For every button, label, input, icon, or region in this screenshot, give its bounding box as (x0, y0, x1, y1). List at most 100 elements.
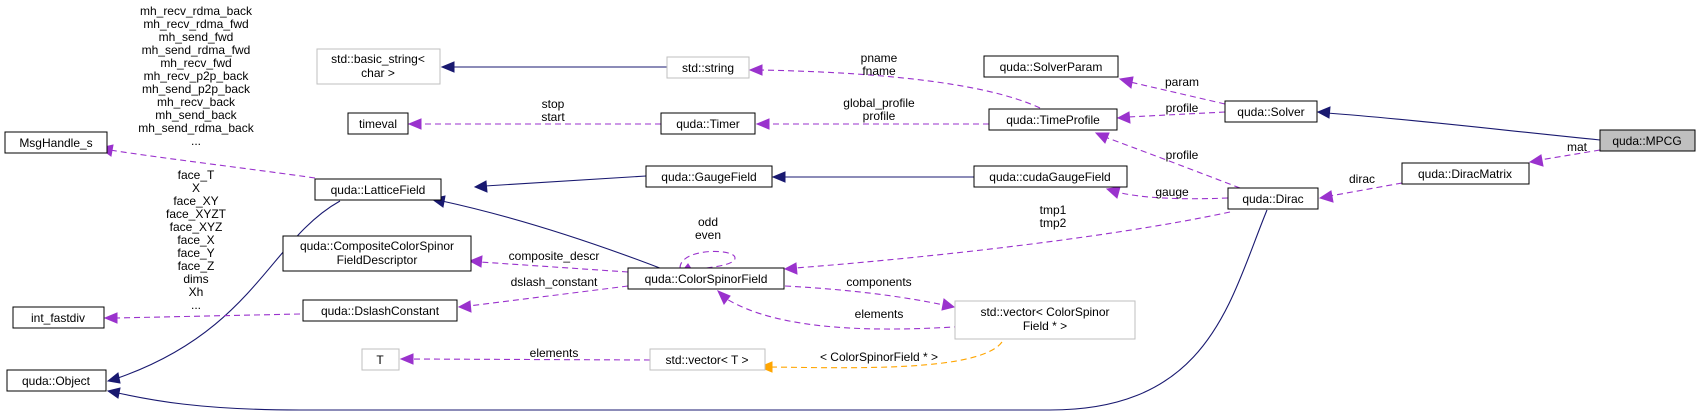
edge-vector-csf-elements-arrow (717, 290, 731, 305)
node-label: quda::LatticeField (331, 183, 426, 197)
edge-mpcg-solver (1326, 112, 1601, 141)
label-mat: mat (1567, 140, 1588, 154)
member-label: ... (191, 298, 201, 312)
edge-csf-composite-arrow (468, 255, 483, 268)
node-gauge-field[interactable]: quda::GaugeField (645, 165, 773, 188)
node-solver-param[interactable]: quda::SolverParam (983, 55, 1119, 78)
node-timeval[interactable]: timeval (347, 112, 409, 135)
node-dslash-constant[interactable]: quda::DslashConstant (302, 299, 458, 322)
node-time-profile[interactable]: quda::TimeProfile (988, 108, 1118, 131)
edge-timer-timeval-arrow (407, 118, 422, 130)
node-vector-colorspinorfield[interactable]: std::vector< ColorSpinor Field * > (954, 300, 1136, 340)
node-solver[interactable]: quda::Solver (1224, 100, 1318, 123)
node-std-string[interactable]: std::string (666, 56, 750, 79)
member-label: face_T (178, 168, 215, 182)
label-even: even (695, 228, 721, 242)
node-dirac[interactable]: quda::Dirac (1227, 187, 1319, 210)
label-template-arg: < ColorSpinorField * > (820, 350, 938, 364)
edge-mpcg-diracmatrix (1539, 149, 1601, 161)
label-pname: pname (861, 51, 898, 65)
edge-vector-template-arrow (758, 361, 773, 373)
node-msg-handle[interactable]: MsgHandle_s (4, 131, 108, 154)
node-int-fastdiv[interactable]: int_fastdiv (12, 306, 105, 329)
member-label: mh_recv_back (157, 95, 236, 109)
node-mpcg[interactable]: quda::MPCG (1599, 129, 1696, 152)
edge-dirac-timeprofile (1104, 136, 1241, 189)
node-timer[interactable]: quda::Timer (660, 112, 756, 135)
node-label: quda::Solver (1237, 105, 1304, 119)
label-elements-csf: elements (855, 307, 904, 321)
label-odd: odd (698, 215, 718, 229)
node-label: int_fastdiv (31, 311, 85, 325)
edge-mpcg-solver-arrow (1316, 106, 1331, 119)
label-composite-descr: composite_descr (509, 249, 600, 263)
edge-dirac-cudagaugefield (1116, 191, 1229, 200)
node-cuda-gauge-field[interactable]: quda::cudaGaugeField (973, 165, 1128, 188)
label-components: components (846, 275, 911, 289)
node-label: quda::Timer (676, 117, 740, 131)
label-dirac: dirac (1349, 172, 1375, 186)
node-label: quda::Object (22, 374, 91, 388)
node-label: quda::DiracMatrix (1418, 167, 1512, 181)
edge-dirac-csf-arrow (783, 262, 798, 275)
label-elements-t: elements (530, 346, 579, 360)
edge-csf-lattice (441, 200, 666, 271)
edge-timeprofile-string-arrow (748, 64, 763, 76)
member-label: face_XYZT (166, 207, 227, 221)
label-stop: stop (542, 97, 565, 111)
node-label: quda::GaugeField (661, 170, 756, 184)
node-object[interactable]: quda::Object (6, 369, 107, 392)
edge-gauge-lattice (484, 175, 647, 187)
edge-dslash-fastdiv (114, 313, 301, 319)
node-label: std::vector< T > (666, 353, 749, 367)
node-label: T (376, 353, 384, 367)
member-label: face_XYZ (170, 220, 223, 234)
node-lattice-field[interactable]: quda::LatticeField (314, 178, 442, 201)
edge-solver-timeprofile (1127, 111, 1226, 118)
node-dirac-matrix[interactable]: quda::DiracMatrix (1401, 162, 1530, 185)
edge-lattice-object (117, 200, 341, 379)
member-label: mh_recv_rdma_fwd (143, 17, 248, 31)
edge-timeprofile-string (759, 69, 1041, 109)
nodes: quda::MPCG quda::Solver quda::SolverPara… (4, 48, 1696, 392)
node-label: std::basic_string< (331, 52, 425, 66)
node-basic-string[interactable]: std::basic_string< char > (316, 48, 441, 85)
label-tmp1: tmp1 (1040, 203, 1067, 217)
node-label: FieldDescriptor (337, 253, 418, 267)
node-label: quda::cudaGaugeField (989, 170, 1110, 184)
member-label: mh_send_fwd (159, 30, 234, 44)
node-t[interactable]: T (361, 348, 400, 371)
edge-csf-vector-components-arrow (941, 298, 956, 311)
member-label: mh_recv_p2p_back (144, 69, 250, 83)
edge-dirac-timeprofile-arrow (1094, 132, 1110, 144)
edge-cuda-gauge-arrow (771, 171, 786, 183)
node-label: quda::Dirac (1242, 192, 1303, 206)
edge-dslash-fastdiv-arrow (103, 312, 118, 324)
node-composite-descriptor[interactable]: quda::CompositeColorSpinor FieldDescript… (282, 235, 472, 272)
label-fname: fname (862, 64, 896, 78)
node-label: quda::DslashConstant (321, 304, 440, 318)
label-param: param (1165, 75, 1199, 89)
edge-mpcg-diracmatrix-arrow (1528, 154, 1544, 167)
edge-csf-vector-components (784, 285, 945, 306)
node-label: quda::ColorSpinorField (645, 272, 768, 286)
edge-gauge-lattice-arrow (473, 180, 488, 193)
member-label: ... (191, 134, 201, 148)
edge-vector-csf-elements (724, 297, 971, 330)
msghandle-member-list: mh_recv_rdma_back mh_recv_rdma_fwd mh_se… (138, 4, 254, 148)
member-label: Xh (189, 285, 204, 299)
member-label: mh_send_p2p_back (142, 82, 251, 96)
node-label: std::string (682, 61, 734, 75)
edge-diracmatrix-dirac-arrow (1318, 190, 1334, 203)
edge-vectort-t-arrow (399, 353, 414, 365)
member-label: dims (183, 272, 208, 286)
node-label: timeval (359, 117, 397, 131)
edge-dirac-object (117, 209, 1268, 411)
node-color-spinor-field[interactable]: quda::ColorSpinorField (627, 267, 785, 290)
member-label: mh_send_rdma_fwd (142, 43, 251, 57)
member-label: mh_recv_fwd (160, 56, 231, 70)
member-label: face_X (177, 233, 214, 247)
edge-dirac-cudagaugefield-arrow (1105, 186, 1121, 199)
node-label: quda::CompositeColorSpinor (300, 239, 454, 253)
node-vector-t[interactable]: std::vector< T > (649, 348, 766, 371)
